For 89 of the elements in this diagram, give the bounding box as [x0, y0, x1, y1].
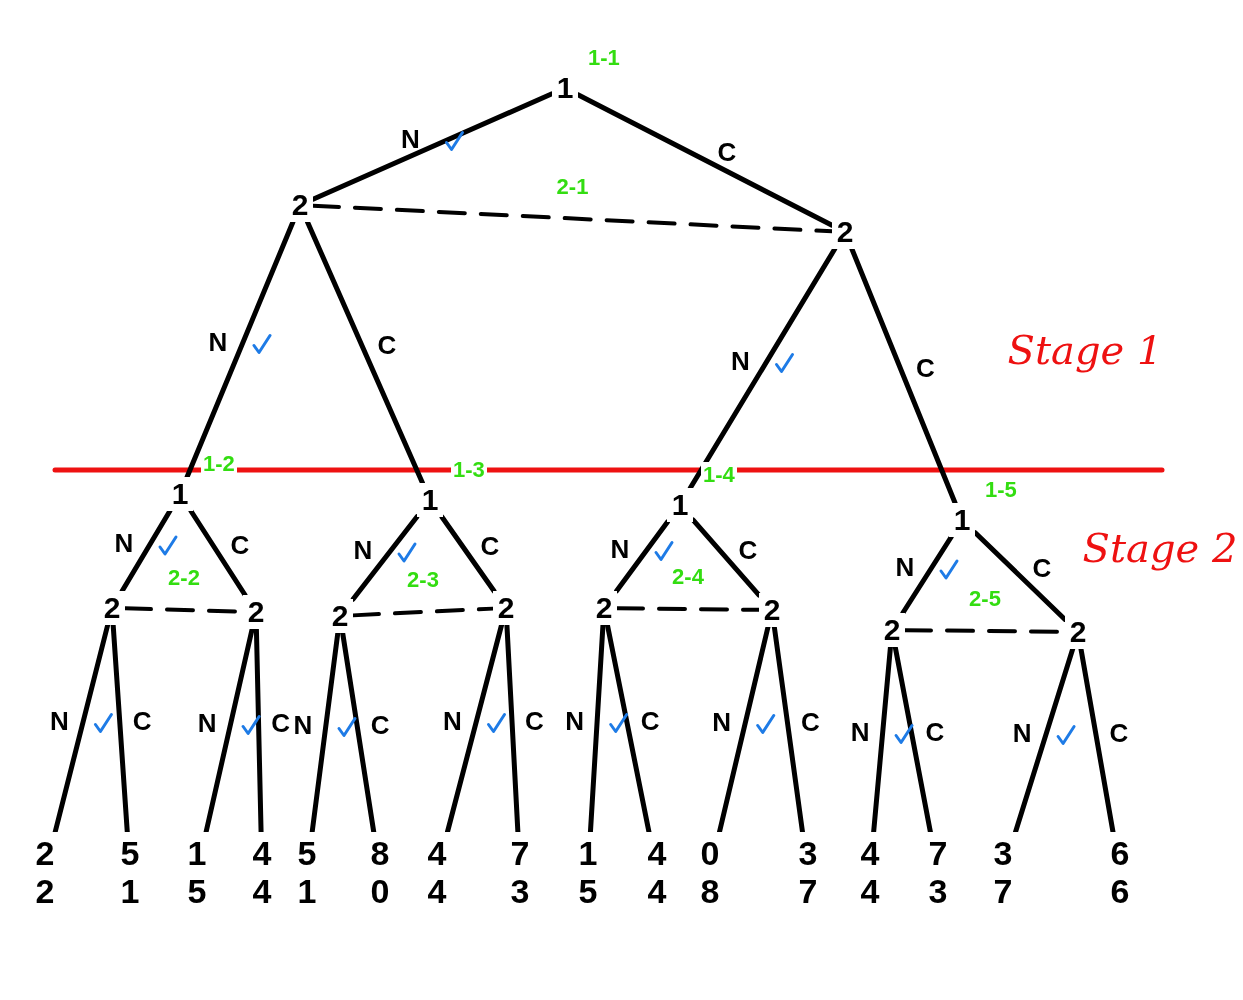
action-label: C: [738, 535, 758, 564]
payoff-value: 7: [510, 834, 530, 872]
action-label: N: [293, 710, 313, 739]
action-label: C: [717, 138, 737, 166]
player-label: 2: [331, 600, 349, 632]
information-set-label: 2-5: [969, 587, 1001, 611]
action-label: N: [353, 536, 373, 564]
action-label: N: [610, 534, 630, 563]
payoff-value: 3: [928, 872, 948, 910]
player-label: 2: [1069, 616, 1087, 648]
payoff-value: 1: [578, 834, 598, 872]
payoff-value: 1: [297, 872, 317, 910]
player-label: 2: [883, 614, 901, 646]
payoff-value: 4: [647, 834, 667, 872]
player-label: 1: [556, 72, 574, 104]
stage-label: Stage 2: [1082, 525, 1238, 571]
payoff-value: 1: [120, 872, 140, 910]
information-set-label: 2-3: [407, 568, 439, 592]
action-label: N: [208, 327, 228, 356]
payoff-value: 2: [35, 834, 55, 872]
action-label: C: [925, 717, 945, 746]
action-label: C: [370, 710, 390, 739]
player-label: 2: [595, 592, 613, 624]
player-label: 2: [247, 596, 265, 628]
information-set-label: 2-2: [168, 566, 200, 590]
action-label: N: [731, 346, 750, 375]
payoff-value: 1: [187, 834, 207, 872]
payoff-value: 6: [1110, 872, 1130, 910]
payoff-value: 4: [427, 834, 447, 872]
player-label: 1: [171, 478, 189, 510]
action-label: C: [640, 706, 660, 735]
player-label: 1: [421, 484, 439, 516]
information-set-label: 2-1: [556, 174, 589, 199]
action-label: C: [377, 330, 397, 359]
payoff-value: 7: [928, 834, 948, 872]
action-label: N: [1012, 718, 1032, 747]
payoff-value: 0: [370, 872, 390, 910]
action-label: C: [916, 354, 935, 382]
payoff-value: 4: [860, 872, 880, 910]
payoff-value: 4: [252, 872, 272, 910]
payoff-value: 5: [120, 834, 140, 872]
payoff-value: 2: [35, 872, 55, 910]
player-label: 1: [953, 504, 971, 536]
branch-line: [614, 519, 670, 594]
stage-label: Stage 1: [1007, 327, 1163, 373]
action-label: C: [480, 532, 500, 560]
action-label: C: [132, 706, 152, 735]
payoff-value: 0: [700, 834, 720, 872]
information-set-label: 2-4: [672, 565, 704, 589]
action-label: N: [114, 529, 134, 557]
player-label: 1: [671, 489, 689, 521]
payoff-value: 6: [1110, 834, 1130, 872]
action-label: N: [850, 717, 870, 746]
payoff-value: 4: [647, 872, 667, 910]
branch-line: [900, 534, 954, 616]
payoff-value: 4: [427, 872, 447, 910]
payoff-value: 5: [578, 872, 598, 910]
branch-line: [690, 517, 762, 598]
branch-line: [350, 514, 420, 602]
payoff-value: 8: [370, 834, 390, 872]
payoff-value: 5: [187, 872, 207, 910]
payoff-value: 5: [297, 834, 317, 872]
payoff-value: 8: [700, 872, 720, 910]
action-label: N: [401, 124, 420, 153]
action-label: C: [230, 531, 250, 559]
action-label: C: [1032, 554, 1052, 582]
action-label: N: [197, 708, 217, 737]
action-label: C: [1109, 718, 1129, 747]
payoff-value: 3: [510, 872, 530, 910]
action-label: N: [50, 706, 69, 735]
action-label: C: [525, 706, 544, 735]
payoff-value: 4: [860, 834, 880, 872]
branch-line: [439, 514, 497, 594]
action-label: C: [271, 708, 291, 737]
payoff-value: 3: [993, 834, 1013, 872]
action-label: N: [443, 706, 462, 735]
action-label: C: [801, 707, 820, 736]
payoff-value: 7: [798, 872, 818, 910]
payoff-value: 3: [798, 834, 818, 872]
player-label: 2: [291, 189, 309, 221]
payoff-value: 7: [993, 872, 1013, 910]
action-label: N: [565, 706, 585, 735]
player-label: 2: [836, 216, 854, 248]
player-label: 2: [497, 592, 515, 624]
action-label: N: [895, 553, 915, 581]
player-label: 2: [103, 592, 121, 624]
player-label: 2: [763, 594, 781, 626]
payoff-value: 4: [252, 834, 272, 872]
action-label: N: [712, 707, 732, 736]
